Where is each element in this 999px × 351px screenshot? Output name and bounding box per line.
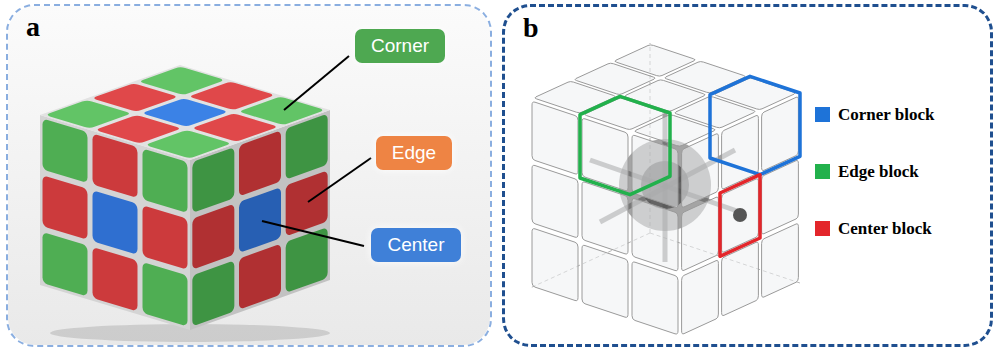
legend: Corner blockEdge blockCenter block xyxy=(815,86,935,257)
leader-lines xyxy=(262,56,371,246)
callout-box: Corner xyxy=(355,29,445,64)
callout-text: Edge xyxy=(392,142,436,165)
solid-cube xyxy=(40,65,330,330)
transparent-cube xyxy=(530,43,800,335)
corner-block-outline xyxy=(710,76,800,174)
cube-stickers xyxy=(45,67,325,159)
panel-label: a xyxy=(26,12,40,43)
callout-text: Center xyxy=(387,234,444,257)
cube-face xyxy=(534,44,797,146)
leader-line xyxy=(284,56,349,110)
figure-panel: b xyxy=(502,4,993,347)
panel-label: b xyxy=(523,13,539,44)
callout-text: Corner xyxy=(371,35,429,58)
legend-swatch xyxy=(815,164,830,179)
legend-text: Edge block xyxy=(838,162,919,182)
callout-box: Center xyxy=(371,228,460,263)
callout-box: Edge xyxy=(376,136,452,171)
legend-row: Edge block xyxy=(815,143,935,200)
legend-row: Center block xyxy=(815,200,935,257)
center-screw xyxy=(733,208,747,222)
panel-ground xyxy=(8,6,490,345)
leader-line xyxy=(262,221,364,246)
edge-block-outline xyxy=(580,96,670,194)
figure-panel: aCornerEdgeCenter xyxy=(6,4,492,347)
legend-text: Center block xyxy=(838,219,932,239)
legend-swatch xyxy=(815,221,830,236)
legend-swatch xyxy=(815,107,830,122)
leader-line xyxy=(308,158,371,202)
legend-row: Corner block xyxy=(815,86,935,143)
center-block-outline xyxy=(720,175,760,257)
legend-text: Corner block xyxy=(838,105,935,125)
